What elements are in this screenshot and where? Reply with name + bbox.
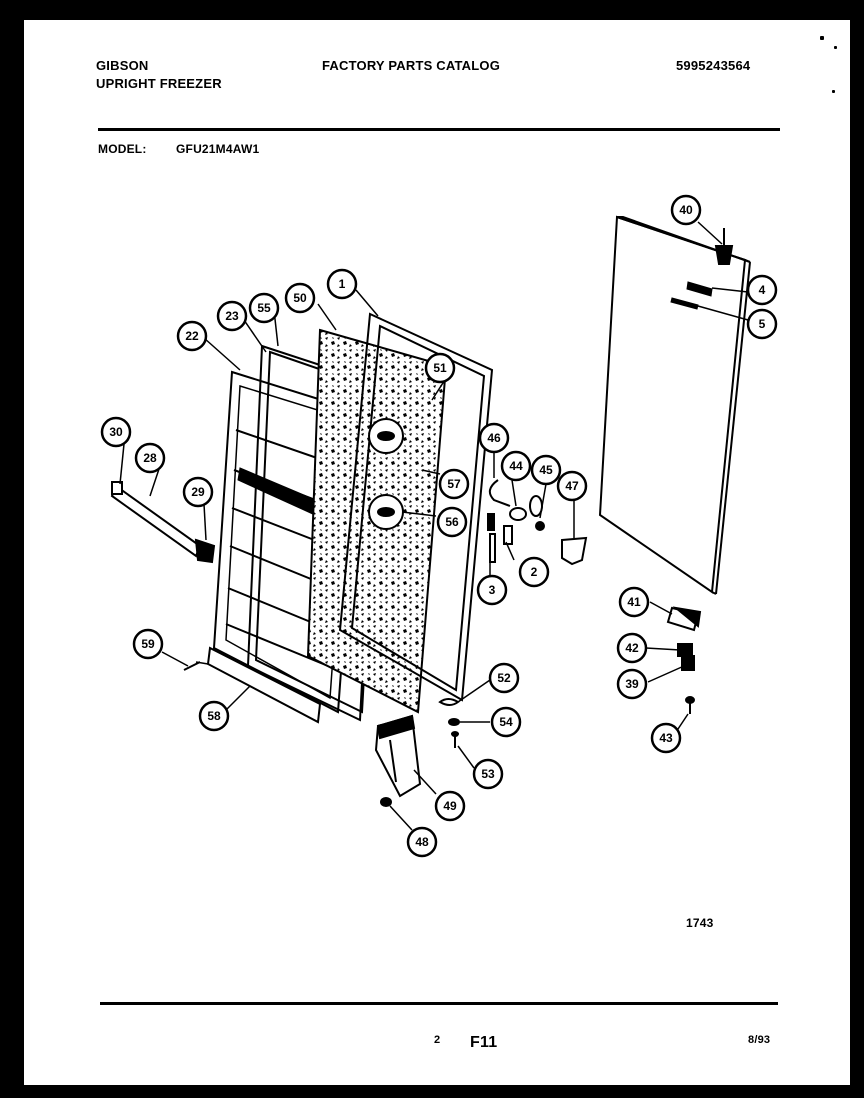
catalog-number: 5995243564 bbox=[676, 58, 751, 73]
toe-grille-cover bbox=[374, 714, 422, 798]
callout-53-label: 53 bbox=[481, 767, 495, 781]
callout-41 bbox=[618, 586, 650, 618]
callout-43 bbox=[650, 722, 682, 754]
callout-40 bbox=[670, 194, 702, 226]
callout-23-label: 23 bbox=[225, 309, 239, 323]
lower-hinge-parts bbox=[438, 698, 460, 748]
callout-22-label: 22 bbox=[185, 329, 199, 343]
bottom-hinge bbox=[666, 606, 702, 714]
callout-4-label: 4 bbox=[759, 283, 766, 297]
callout-4 bbox=[746, 274, 778, 306]
callout-58-label: 58 bbox=[207, 709, 221, 723]
print-date: 8/93 bbox=[748, 1034, 771, 1046]
callout-28-label: 28 bbox=[143, 451, 157, 465]
callout-59-label: 59 bbox=[141, 637, 155, 651]
footer-rule bbox=[100, 1002, 778, 1005]
callout-28 bbox=[134, 442, 166, 474]
callout-53 bbox=[472, 758, 504, 790]
callout-45-label: 45 bbox=[539, 463, 553, 477]
callout-5-label: 5 bbox=[759, 317, 766, 331]
callout-48-label: 48 bbox=[415, 835, 429, 849]
callout-58 bbox=[198, 700, 230, 732]
door-stat-decals bbox=[368, 418, 404, 530]
callout-48 bbox=[406, 826, 438, 858]
callout-39 bbox=[616, 668, 648, 700]
callout-3-label: 3 bbox=[489, 583, 496, 597]
callout-41-label: 41 bbox=[627, 595, 641, 609]
header-rule bbox=[98, 128, 780, 131]
callout-29-label: 29 bbox=[191, 485, 205, 499]
callout-52 bbox=[488, 662, 520, 694]
callout-3 bbox=[476, 574, 508, 606]
drawing-number: 1743 bbox=[686, 916, 714, 930]
callout-40-label: 40 bbox=[679, 203, 693, 217]
callout-55-label: 55 bbox=[257, 301, 271, 315]
callout-42 bbox=[616, 632, 648, 664]
callout-47 bbox=[556, 470, 588, 502]
callout-44 bbox=[500, 450, 532, 482]
callout-22 bbox=[176, 320, 208, 352]
callout-29 bbox=[182, 476, 214, 508]
callout-56-label: 56 bbox=[445, 515, 459, 529]
callout-5 bbox=[746, 308, 778, 340]
callout-49 bbox=[434, 790, 466, 822]
callout-42-label: 42 bbox=[625, 641, 639, 655]
callout-39-label: 39 bbox=[625, 677, 639, 691]
callout-2-label: 2 bbox=[531, 565, 538, 579]
callout-30-label: 30 bbox=[109, 425, 123, 439]
callout-49-label: 49 bbox=[443, 799, 457, 813]
scan-speck bbox=[820, 36, 824, 40]
callout-50-label: 50 bbox=[293, 291, 307, 305]
brand-name: GIBSON bbox=[96, 58, 149, 73]
callout-56 bbox=[436, 506, 468, 538]
top-hinge-pin bbox=[714, 228, 734, 265]
callout-59 bbox=[132, 628, 164, 660]
callout-1-label: 1 bbox=[339, 277, 346, 291]
catalog-title: FACTORY PARTS CATALOG bbox=[322, 58, 501, 73]
scan-speck bbox=[834, 46, 837, 49]
handle-hardware bbox=[487, 479, 588, 566]
model-number: GFU21M4AW1 bbox=[176, 142, 260, 156]
small-screws bbox=[183, 661, 392, 807]
callout-2 bbox=[518, 556, 550, 588]
callout-51 bbox=[424, 352, 456, 384]
page-number: 2 bbox=[434, 1034, 441, 1046]
product-name: UPRIGHT FREEZER bbox=[96, 76, 222, 91]
section-code: F11 bbox=[470, 1034, 498, 1051]
callout-43-label: 43 bbox=[659, 731, 673, 745]
callout-57-label: 57 bbox=[447, 477, 461, 491]
callout-52-label: 52 bbox=[497, 671, 511, 685]
model-label: MODEL: bbox=[98, 142, 147, 156]
callout-54 bbox=[490, 706, 522, 738]
callout-51-label: 51 bbox=[433, 361, 447, 375]
callout-46 bbox=[478, 422, 510, 454]
leader-lines bbox=[119, 221, 749, 831]
shelf-rail bbox=[110, 481, 216, 564]
callout-57 bbox=[438, 468, 470, 500]
outer-door-panel bbox=[598, 215, 751, 595]
callout-45 bbox=[530, 454, 562, 486]
callout-55 bbox=[248, 292, 280, 324]
callout-1 bbox=[326, 268, 358, 300]
callout-50 bbox=[284, 282, 316, 314]
callout-23 bbox=[216, 300, 248, 332]
callout-46-label: 46 bbox=[487, 431, 501, 445]
scan-speck bbox=[832, 90, 835, 93]
callout-47-label: 47 bbox=[565, 479, 579, 493]
callout-30 bbox=[100, 416, 132, 448]
callout-54-label: 54 bbox=[499, 715, 513, 729]
callout-44-label: 44 bbox=[509, 459, 523, 473]
